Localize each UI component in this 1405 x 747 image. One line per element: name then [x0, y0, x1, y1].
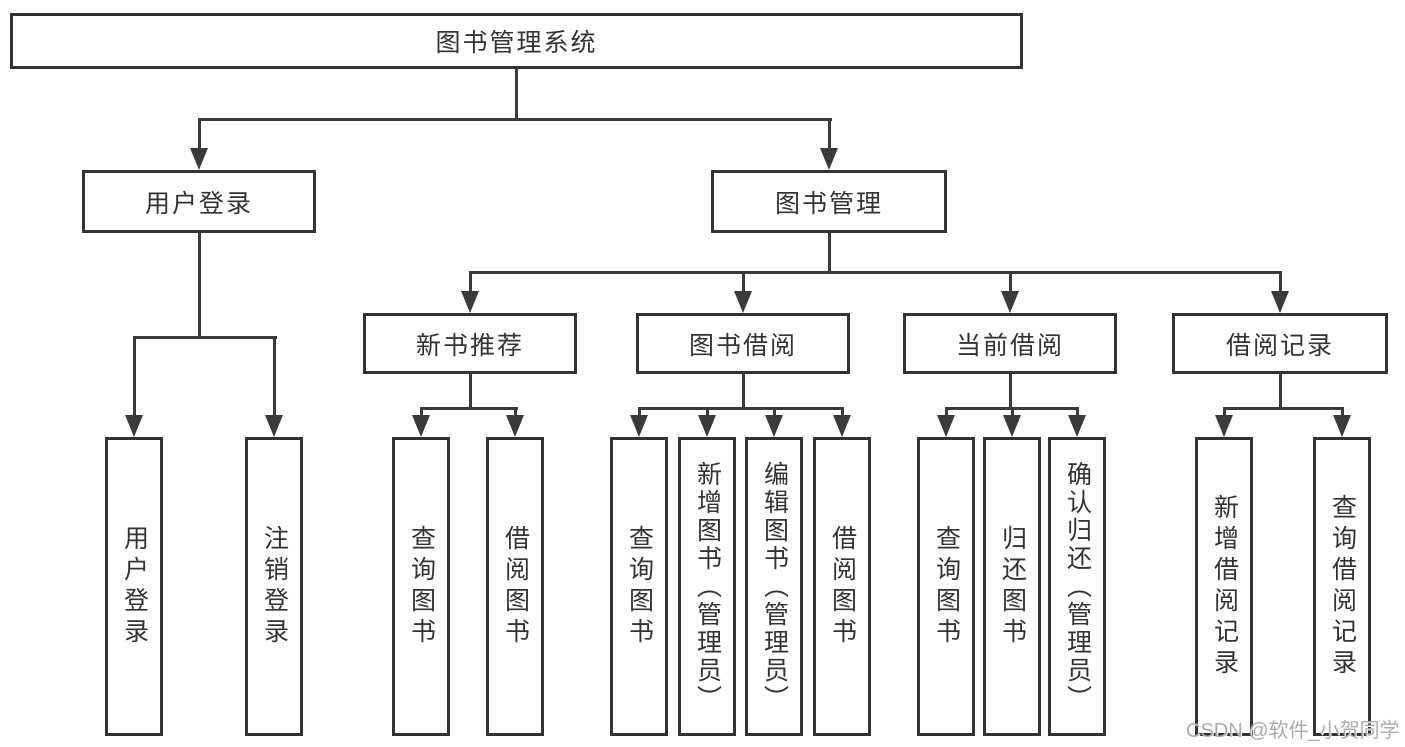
leaf-label: 新增借阅记录: [1210, 493, 1239, 680]
connector-line: [469, 374, 472, 409]
node-library-system: 图书管理系统: [10, 13, 1023, 69]
arrow-down-icon: [820, 148, 838, 170]
connector-line: [420, 407, 518, 410]
arrow-down-icon: [461, 291, 479, 313]
arrow-down-icon: [1001, 291, 1019, 313]
leaf-borrow-books: 借阅图书: [813, 437, 871, 736]
leaf-edit-books-admin: 编辑图书（管理员）: [745, 437, 803, 736]
arrow-down-icon: [506, 415, 524, 437]
arrow-down-icon: [937, 415, 955, 437]
connector-line: [133, 336, 277, 339]
node-label: 新书推荐: [415, 331, 524, 360]
connector-line: [469, 271, 1282, 274]
node-label: 用户登录: [144, 189, 253, 218]
node-label: 借阅记录: [1225, 331, 1334, 360]
node-new-book-recommend: 新书推荐: [363, 313, 577, 374]
leaf-add-borrow-record: 新增借阅记录: [1195, 437, 1253, 736]
node-label: 当前借阅: [955, 331, 1064, 360]
connector-line: [1011, 407, 1014, 417]
leaf-label: 借阅图书: [501, 524, 530, 649]
leaf-label: 查询借阅记录: [1328, 493, 1357, 680]
arrow-down-icon: [1215, 415, 1233, 437]
connector-line: [1279, 374, 1282, 409]
arrow-down-icon: [1271, 291, 1289, 313]
connector-line: [198, 233, 201, 338]
arrow-down-icon: [1333, 415, 1351, 437]
leaf-label: 借阅图书: [828, 524, 857, 649]
connector-line: [742, 374, 745, 409]
connector-line: [1076, 407, 1079, 417]
connector-line: [638, 407, 844, 410]
node-book-management: 图书管理: [711, 170, 947, 233]
arrow-down-icon: [412, 415, 430, 437]
node-label: 图书借阅: [688, 331, 797, 360]
node-borrow-records: 借阅记录: [1172, 313, 1388, 374]
connector-line: [273, 336, 276, 417]
connector-line: [469, 271, 472, 294]
node-label: 图书管理: [774, 189, 883, 218]
arrow-down-icon: [765, 415, 783, 437]
connector-line: [773, 407, 776, 417]
connector-line: [514, 407, 517, 417]
arrow-down-icon: [190, 148, 208, 170]
leaf-user-login: 用户登录: [105, 437, 163, 736]
connector-line: [828, 233, 831, 273]
leaf-logout: 注销登录: [245, 437, 303, 736]
connector-line: [638, 407, 641, 417]
arrow-down-icon: [833, 415, 851, 437]
connector-line: [133, 336, 136, 417]
connector-line: [515, 69, 518, 120]
connector-line: [1279, 271, 1282, 294]
leaf-label: 注销登录: [260, 524, 289, 649]
leaf-label: 归还图书: [998, 524, 1027, 649]
connector-line: [1223, 407, 1344, 410]
arrow-down-icon: [630, 415, 648, 437]
leaf-label: 查询图书: [625, 524, 654, 649]
leaf-query-borrow-record: 查询借阅记录: [1313, 437, 1371, 736]
connector-line: [1009, 374, 1012, 409]
leaf-query-books-current: 查询图书: [917, 437, 975, 736]
connector-line: [828, 118, 831, 150]
connector-line: [945, 407, 948, 417]
connector-line: [706, 407, 709, 417]
arrow-down-icon: [265, 415, 283, 437]
connector-line: [1223, 407, 1226, 417]
connector-line: [198, 118, 201, 150]
node-current-borrow: 当前借阅: [903, 313, 1117, 374]
leaf-label: 确认归还（管理员）: [1063, 460, 1092, 713]
node-user-login: 用户登录: [82, 170, 316, 233]
leaf-add-books-admin: 新增图书（管理员）: [678, 437, 736, 736]
csdn-watermark: CSDN @软件_小贺同学: [1186, 720, 1400, 742]
leaf-label: 查询图书: [407, 524, 436, 649]
arrow-down-icon: [734, 291, 752, 313]
leaf-confirm-return-admin: 确认归还（管理员）: [1048, 437, 1106, 736]
leaf-return-books: 归还图书: [983, 437, 1041, 736]
node-book-borrow: 图书借阅: [636, 313, 850, 374]
arrow-down-icon: [1068, 415, 1086, 437]
connector-line: [420, 407, 423, 417]
leaf-label: 查询图书: [932, 524, 961, 649]
arrow-down-icon: [1003, 415, 1021, 437]
arrow-down-icon: [698, 415, 716, 437]
arrow-down-icon: [125, 415, 143, 437]
leaf-query-books-recommend: 查询图书: [392, 437, 450, 736]
leaf-label: 用户登录: [120, 524, 149, 649]
leaf-label: 新增图书（管理员）: [693, 460, 722, 713]
connector-line: [1009, 271, 1012, 294]
node-label: 图书管理系统: [435, 29, 598, 57]
connector-line: [198, 118, 832, 121]
connector-line: [1341, 407, 1344, 417]
leaf-borrow-books-recommend: 借阅图书: [486, 437, 544, 736]
leaf-query-books-borrow: 查询图书: [610, 437, 668, 736]
connector-line: [841, 407, 844, 417]
leaf-label: 编辑图书（管理员）: [760, 460, 789, 713]
connector-line: [742, 271, 745, 294]
